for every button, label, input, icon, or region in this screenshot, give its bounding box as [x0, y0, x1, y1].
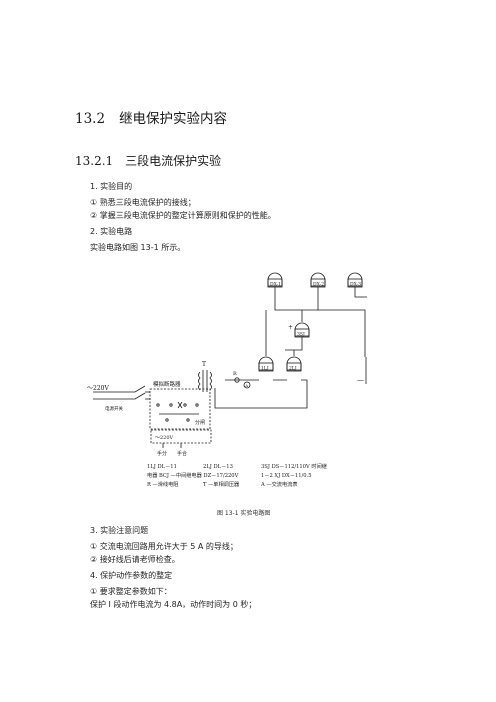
subsection-title: 三段电流保护实验 — [125, 154, 222, 168]
section-title: 继电保护实验内容 — [119, 111, 228, 127]
manual-open-label: 手分 — [157, 450, 167, 457]
figure-caption: 图 13-1 实验电路图 — [217, 510, 271, 517]
diagram-legend: 1LJ DL－11 2LJ DL－13 3SJ DS－112/110V 时间继 … — [147, 462, 327, 488]
relay-1lj: 1LJ — [258, 356, 274, 372]
section-number: 13.2 — [75, 111, 106, 127]
settings-line-1: ① 要求整定参数如下： — [90, 587, 172, 596]
relay-dx2-label: DX-2 — [313, 282, 324, 288]
section-label-notes: 3. 实验注意问题 — [90, 526, 149, 535]
legend-3a: R —滑线电阻 — [147, 480, 179, 488]
settings-line-2: 保护 I 段动作电流为 4.8A，动作时间为 0 秒； — [90, 600, 257, 609]
section-label-circuit: 2. 实验电路 — [90, 227, 133, 236]
legend-1b: 2LJ DL－13 — [203, 464, 233, 470]
section-label-purpose: 1. 实验目的 — [90, 182, 133, 191]
switch-label: 电源开关 — [105, 405, 123, 412]
circuit-line-1: 实验电路如图 13-1 所示。 — [90, 243, 186, 252]
section-label-settings: 4. 保护动作参数的整定 — [90, 571, 173, 580]
breaker-label: 模拟断路器 — [153, 380, 181, 388]
relay-2lj-label: 2LJ — [289, 366, 297, 372]
subsection-heading: 13.2.1 三段电流保护实验 — [75, 152, 221, 169]
relay-2lj: 2LJ — [286, 356, 302, 372]
relay-dx3-label: DX-3 — [350, 282, 361, 288]
legend-2b: 1－2 XJ DX－11/0.5 — [261, 473, 312, 479]
relay-dx1: DX-1 — [267, 272, 283, 288]
ammeter-label: A — [244, 383, 248, 388]
plus-sign: + — [288, 324, 293, 331]
relay-dx3: DX-3 — [347, 272, 363, 288]
legend-3c: A —交流电流表 — [260, 480, 298, 488]
relay-1lj-label: 1LJ — [261, 366, 269, 372]
manual-close-label: 手合 — [177, 450, 187, 457]
relay-dx1-label: DX-1 — [270, 282, 281, 288]
minus-sign: — — [357, 376, 364, 384]
legend-1a: 1LJ DL－11 — [147, 464, 177, 470]
transformer-label: T — [202, 361, 206, 368]
circuit-diagram: DX-1 DX-2 DX-3 3SJ + 1LJ 2LJ — R A — [87, 272, 367, 488]
relay-dx2: DX-2 — [310, 272, 326, 288]
relay-3sj: 3SJ — [294, 322, 310, 338]
notes-line-2: ② 接好线后请老师检查。 — [90, 555, 180, 564]
legend-3b: T —单相调压器 — [203, 480, 240, 488]
legend-1c: 3SJ DS－112/110V 时间继 — [261, 462, 327, 470]
notes-line-1: ① 交流电流回路用允许大于 5 A 的导线； — [90, 542, 238, 551]
resistor-label: R — [233, 371, 237, 377]
breaker-box — [149, 388, 211, 430]
source-label: ～220V — [87, 385, 109, 392]
section-heading: 13.2 继电保护实验内容 — [75, 107, 227, 127]
legend-2a: 电器 BCJ —中间继电器 DZ－17/220V — [147, 471, 239, 479]
purpose-line-1: ① 熟悉三段电流保护的接线； — [90, 198, 196, 207]
inner-source-label: ～220V — [155, 435, 174, 441]
relay-3sj-label: 3SJ — [297, 332, 305, 338]
purpose-line-2: ② 掌握三段电流保护的整定计算原则和保护的性能。 — [90, 211, 276, 220]
subsection-number: 13.2.1 — [75, 154, 114, 168]
split-label: 分闸 — [195, 419, 205, 426]
